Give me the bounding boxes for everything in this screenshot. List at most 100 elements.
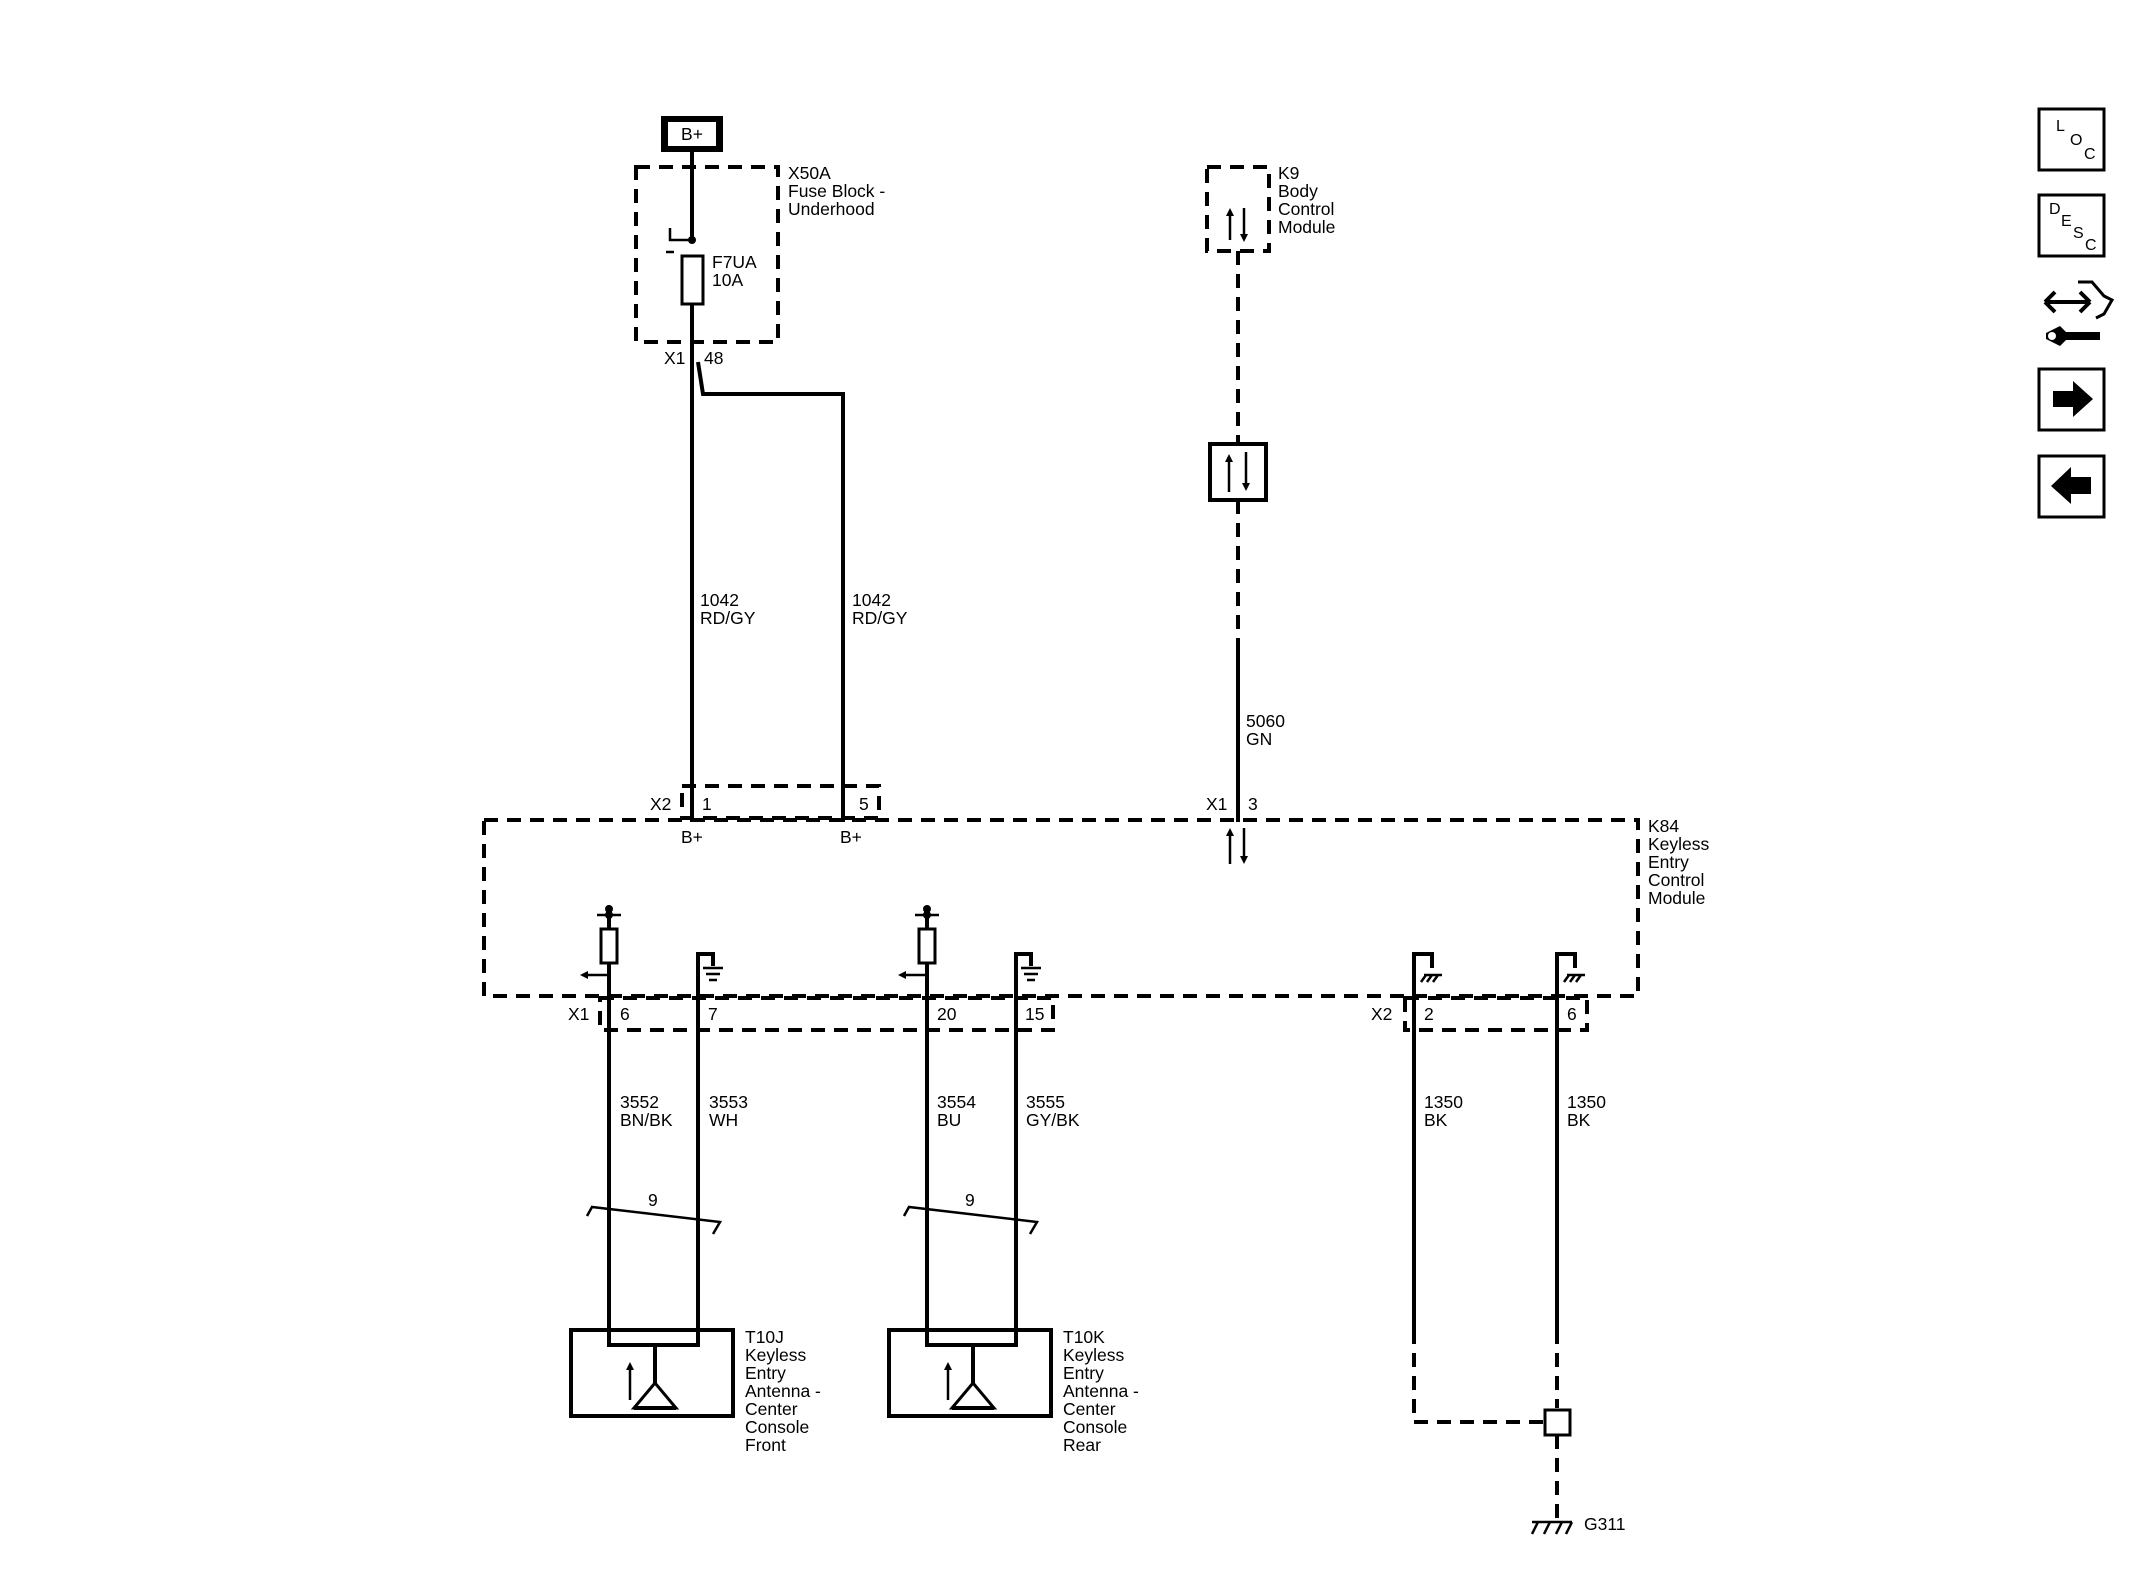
wire-1042-feed: 1042 RD/GY 1042 RD/GY xyxy=(690,342,908,822)
x1-top-connector: X1 xyxy=(1206,794,1227,814)
wire-3555-color: GY/BK xyxy=(1026,1110,1080,1130)
x2-bottom-connector: X2 xyxy=(1371,1004,1392,1024)
connector-x2-top xyxy=(680,784,881,820)
fuse-rating: 10A xyxy=(712,270,743,290)
loc-button[interactable]: L O C xyxy=(2037,107,2106,172)
fuse-block-id: X50A xyxy=(788,163,831,183)
next-arrow-icon xyxy=(2053,381,2093,417)
x2-top-pin-a: 1 xyxy=(702,794,712,814)
kecm-name-4: Module xyxy=(1648,888,1705,908)
wire-3553-circuit: 3553 xyxy=(709,1092,748,1112)
kecm-id: K84 xyxy=(1648,816,1679,836)
desc-letter-d: D xyxy=(2049,201,2061,218)
wire-3554-circuit: 3554 xyxy=(937,1092,976,1112)
antenna-rear-line6: Rear xyxy=(1063,1435,1101,1455)
twist-front-label: 9 xyxy=(648,1190,658,1210)
front-antenna-driver xyxy=(580,905,723,1330)
twist-rear-label: 9 xyxy=(965,1190,975,1210)
fuse-block-name-1: Fuse Block - xyxy=(788,181,885,201)
antenna-rear-t10k: T10K Keyless Entry Antenna - Center Cons… xyxy=(887,1327,1139,1455)
x1-bottom-connector: X1 xyxy=(568,1004,589,1024)
wire-5060-circuit: 5060 xyxy=(1246,711,1285,731)
loc-letter-l: L xyxy=(2056,118,2065,135)
fuse-block-x50a: X50A Fuse Block - Underhood F7UA 10A X1 … xyxy=(634,152,885,395)
antenna-front-line6: Front xyxy=(745,1435,786,1455)
x1-bottom-pin-a: 6 xyxy=(620,1004,630,1024)
wire-1042b-color: RD/GY xyxy=(852,608,908,628)
wire-1042b-circuit: 1042 xyxy=(852,590,891,610)
wire-1042a-circuit: 1042 xyxy=(700,590,739,610)
bcm-id: K9 xyxy=(1278,163,1299,183)
antenna-front-t10j: T10J Keyless Entry Antenna - Center Cons… xyxy=(569,1327,821,1455)
desc-letter-c: C xyxy=(2085,237,2097,254)
body-control-module-k9: K9 Body Control Module xyxy=(1205,163,1335,253)
wire-3553-color: WH xyxy=(709,1110,738,1130)
battery-label: B+ xyxy=(681,124,703,144)
desc-icon: D E S C xyxy=(2049,201,2097,254)
antenna-front-line5: Console xyxy=(745,1417,809,1437)
antenna-rear-line1: Keyless xyxy=(1063,1345,1125,1365)
next-button[interactable] xyxy=(2037,367,2106,432)
antenna-front-line3: Antenna - xyxy=(745,1381,821,1401)
desc-button[interactable]: D E S C xyxy=(2037,193,2106,258)
antenna-front-id: T10J xyxy=(745,1327,784,1347)
kecm-name-3: Control xyxy=(1648,870,1704,890)
antenna-rear-id: T10K xyxy=(1063,1327,1105,1347)
x2-top-connector: X2 xyxy=(650,794,671,814)
serial-data-icon xyxy=(1208,442,1268,502)
antenna-front-line4: Center xyxy=(745,1399,798,1419)
wire-3552-circuit: 3552 xyxy=(620,1092,659,1112)
x2-bottom-pin-a: 2 xyxy=(1424,1004,1434,1024)
battery-symbol: B+ xyxy=(661,116,723,152)
wire-3554-color: BU xyxy=(937,1110,961,1130)
x2-top-label-a: B+ xyxy=(681,827,703,847)
antenna-front-line2: Entry xyxy=(745,1363,786,1383)
connector-tool-button[interactable] xyxy=(2043,280,2115,346)
antenna-rear-line5: Console xyxy=(1063,1417,1127,1437)
desc-letter-e: E xyxy=(2061,213,2072,230)
bcm-name-1: Body xyxy=(1278,181,1318,201)
previous-arrow-icon xyxy=(2051,467,2091,504)
internal-ground-2 xyxy=(1412,952,1442,1330)
x2-top-label-b: B+ xyxy=(840,827,862,847)
x2-top-pin-b: 5 xyxy=(859,794,869,814)
fuse-block-name-2: Underhood xyxy=(788,199,875,219)
loc-icon: L O C xyxy=(2056,118,2096,163)
antenna-rear-line4: Center xyxy=(1063,1399,1116,1419)
wire-1350b-color: BK xyxy=(1567,1110,1591,1130)
wire-1350a-circuit: 1350 xyxy=(1424,1092,1463,1112)
wire-5060: 5060 GN xyxy=(1208,251,1285,822)
ground-g311: G311 xyxy=(1412,1330,1626,1535)
wire-3555-circuit: 3555 xyxy=(1026,1092,1065,1112)
antenna-front-line1: Keyless xyxy=(745,1345,807,1365)
bcm-name-2: Control xyxy=(1278,199,1334,219)
twisted-pair-front: 9 xyxy=(585,1190,723,1235)
desc-letter-s: S xyxy=(2073,225,2084,242)
wire-1350b-circuit: 1350 xyxy=(1567,1092,1606,1112)
fuse-id: F7UA xyxy=(712,252,757,272)
wire-5060-color: GN xyxy=(1246,729,1272,749)
fuse-block-connector: X1 xyxy=(664,348,685,368)
x1-bottom-pin-b: 7 xyxy=(708,1004,718,1024)
previous-button[interactable] xyxy=(2037,454,2106,519)
ground-id: G311 xyxy=(1584,1514,1626,1534)
bcm-name-3: Module xyxy=(1278,217,1335,237)
connector-x2-bottom xyxy=(1403,996,1589,1032)
loc-letter-c: C xyxy=(2084,146,2096,163)
twisted-pair-rear: 9 xyxy=(902,1190,1040,1235)
x2-bottom-pin-b: 6 xyxy=(1567,1004,1577,1024)
internal-ground-6 xyxy=(1555,952,1585,1330)
wire-1350a-color: BK xyxy=(1424,1110,1448,1130)
antenna-rear-line3: Antenna - xyxy=(1063,1381,1139,1401)
ground-icon xyxy=(1530,1520,1574,1535)
wire-1042a-color: RD/GY xyxy=(700,608,756,628)
wire-3552-color: BN/BK xyxy=(620,1110,673,1130)
x1-bottom-pin-d: 15 xyxy=(1025,1004,1044,1024)
x1-bottom-pin-c: 20 xyxy=(937,1004,957,1024)
connector-tool-icon xyxy=(2043,280,2115,346)
x1-top-pin: 3 xyxy=(1248,794,1258,814)
loc-letter-o: O xyxy=(2070,132,2082,149)
fuse-block-pin: 48 xyxy=(704,348,723,368)
fuse-icon xyxy=(680,254,705,306)
